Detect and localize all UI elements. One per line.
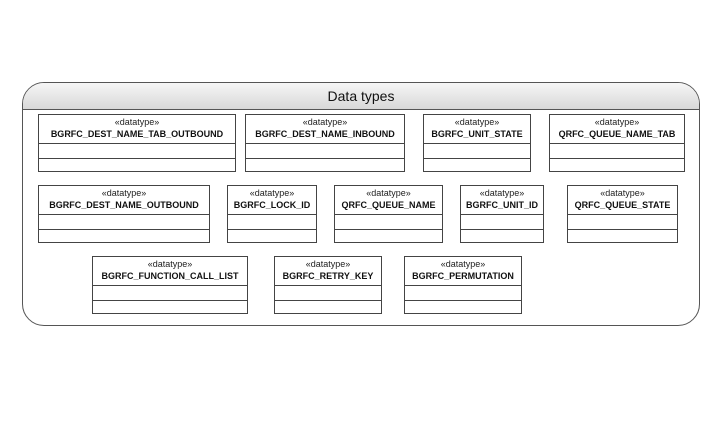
datatype-class[interactable]: «datatype» BGRFC_LOCK_ID — [227, 185, 317, 243]
class-header: «datatype» BGRFC_DEST_NAME_OUTBOUND — [39, 186, 209, 215]
attributes-compartment — [568, 215, 677, 230]
operations-compartment — [275, 301, 381, 315]
datatype-class[interactable]: «datatype» BGRFC_FUNCTION_CALL_LIST — [92, 256, 248, 314]
class-name: BGRFC_PERMUTATION — [412, 271, 514, 281]
operations-compartment — [424, 159, 530, 173]
class-header: «datatype» BGRFC_DEST_NAME_INBOUND — [246, 115, 404, 144]
class-stereotype: «datatype» — [600, 188, 645, 198]
attributes-compartment — [275, 286, 381, 301]
operations-compartment — [39, 230, 209, 244]
class-stereotype: «datatype» — [305, 259, 351, 269]
class-name: QRFC_QUEUE_NAME — [341, 200, 436, 210]
class-header: «datatype» BGRFC_FUNCTION_CALL_LIST — [93, 257, 247, 286]
attributes-compartment — [246, 144, 404, 159]
operations-compartment — [461, 230, 543, 244]
operations-compartment — [550, 159, 684, 173]
class-header: «datatype» QRFC_QUEUE_STATE — [568, 186, 677, 215]
class-stereotype: «datatype» — [249, 188, 295, 198]
class-name: BGRFC_UNIT_STATE — [431, 129, 523, 139]
class-stereotype: «datatype» — [114, 117, 160, 127]
class-stereotype: «datatype» — [594, 117, 640, 127]
class-header: «datatype» BGRFC_DEST_NAME_TAB_OUTBOUND — [39, 115, 235, 144]
operations-compartment — [335, 230, 442, 244]
datatype-class[interactable]: «datatype» BGRFC_DEST_NAME_OUTBOUND — [38, 185, 210, 243]
class-name: BGRFC_FUNCTION_CALL_LIST — [101, 271, 239, 281]
datatype-class[interactable]: «datatype» BGRFC_RETRY_KEY — [274, 256, 382, 314]
attributes-compartment — [550, 144, 684, 159]
class-header: «datatype» BGRFC_RETRY_KEY — [275, 257, 381, 286]
operations-compartment — [246, 159, 404, 173]
class-name: BGRFC_RETRY_KEY — [282, 271, 374, 281]
datatype-class[interactable]: «datatype» QRFC_QUEUE_STATE — [567, 185, 678, 243]
operations-compartment — [405, 301, 521, 315]
package-title: Data types — [23, 83, 699, 110]
attributes-compartment — [461, 215, 543, 230]
datatype-class[interactable]: «datatype» BGRFC_PERMUTATION — [404, 256, 522, 314]
class-name: BGRFC_DEST_NAME_TAB_OUTBOUND — [50, 129, 224, 139]
class-name: BGRFC_LOCK_ID — [233, 200, 311, 210]
operations-compartment — [39, 159, 235, 173]
datatype-class[interactable]: «datatype» QRFC_QUEUE_NAME_TAB — [549, 114, 685, 172]
datatype-class[interactable]: «datatype» BGRFC_UNIT_ID — [460, 185, 544, 243]
class-header: «datatype» BGRFC_UNIT_ID — [461, 186, 543, 215]
class-header: «datatype» BGRFC_UNIT_STATE — [424, 115, 530, 144]
datatype-class[interactable]: «datatype» BGRFC_UNIT_STATE — [423, 114, 531, 172]
class-name: QRFC_QUEUE_NAME_TAB — [558, 129, 676, 139]
operations-compartment — [93, 301, 247, 315]
class-name: QRFC_QUEUE_STATE — [574, 200, 671, 210]
class-header: «datatype» BGRFC_PERMUTATION — [405, 257, 521, 286]
class-stereotype: «datatype» — [479, 188, 525, 198]
class-stereotype: «datatype» — [366, 188, 411, 198]
class-header: «datatype» QRFC_QUEUE_NAME — [335, 186, 442, 215]
attributes-compartment — [228, 215, 316, 230]
class-stereotype: «datatype» — [147, 259, 193, 269]
class-name: BGRFC_DEST_NAME_INBOUND — [255, 129, 395, 139]
attributes-compartment — [39, 144, 235, 159]
attributes-compartment — [405, 286, 521, 301]
class-stereotype: «datatype» — [454, 117, 500, 127]
class-stereotype: «datatype» — [440, 259, 486, 269]
class-header: «datatype» QRFC_QUEUE_NAME_TAB — [550, 115, 684, 144]
datatype-class[interactable]: «datatype» BGRFC_DEST_NAME_INBOUND — [245, 114, 405, 172]
class-stereotype: «datatype» — [302, 117, 348, 127]
operations-compartment — [228, 230, 316, 244]
operations-compartment — [568, 230, 677, 244]
class-header: «datatype» BGRFC_LOCK_ID — [228, 186, 316, 215]
class-name: BGRFC_DEST_NAME_OUTBOUND — [49, 200, 199, 210]
datatype-class[interactable]: «datatype» QRFC_QUEUE_NAME — [334, 185, 443, 243]
attributes-compartment — [93, 286, 247, 301]
class-name: BGRFC_UNIT_ID — [465, 200, 538, 210]
class-stereotype: «datatype» — [101, 188, 147, 198]
attributes-compartment — [335, 215, 442, 230]
attributes-compartment — [39, 215, 209, 230]
attributes-compartment — [424, 144, 530, 159]
datatype-class[interactable]: «datatype» BGRFC_DEST_NAME_TAB_OUTBOUND — [38, 114, 236, 172]
